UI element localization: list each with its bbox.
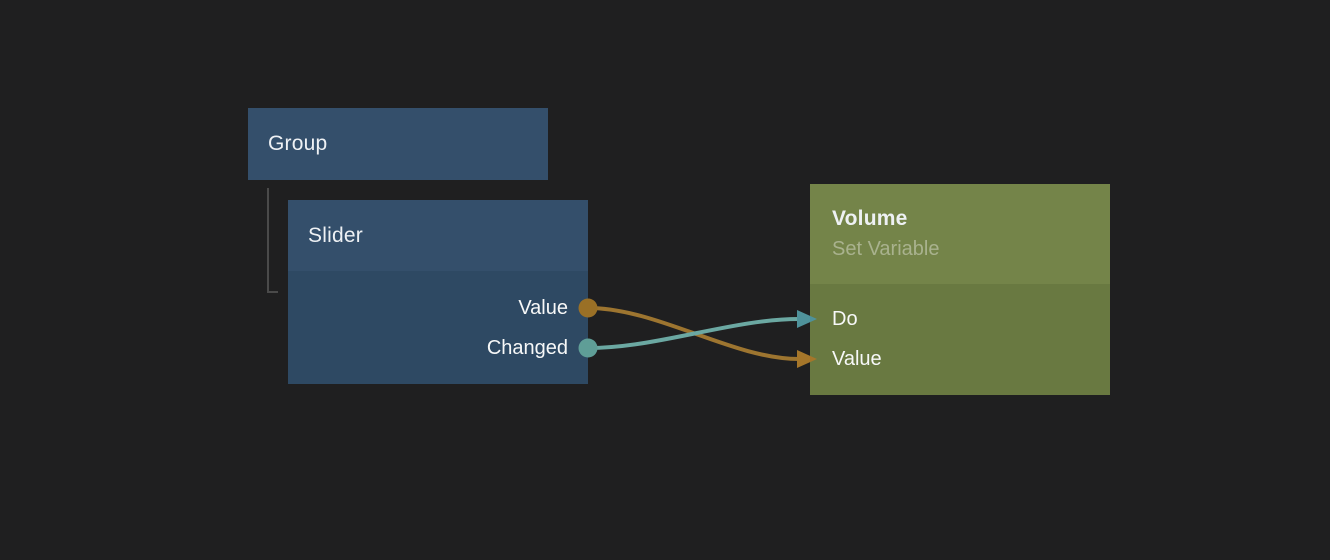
volume-node-subtitle: Set Variable	[832, 238, 940, 260]
group-node-title: Group	[268, 132, 328, 155]
hierarchy-connector-line	[267, 188, 278, 293]
output-port-value-label: Value	[518, 296, 568, 319]
output-port-changed-label: Changed	[486, 336, 568, 359]
input-port-do-label: Do	[832, 307, 858, 330]
node-slider[interactable]: Slider Value Changed	[288, 200, 588, 384]
output-port-value[interactable]: Value	[288, 288, 588, 328]
input-port-value[interactable]: Value	[810, 339, 1110, 379]
input-port-value-label: Value	[832, 347, 882, 370]
volume-node-title: Volume	[832, 207, 908, 230]
output-port-changed[interactable]: Changed	[288, 328, 588, 368]
slider-node-title: Slider	[308, 223, 363, 247]
volume-node-body: Do Value	[810, 284, 1110, 395]
slider-node-header[interactable]: Slider	[288, 200, 588, 271]
wire-changed-to-do[interactable]	[586, 317, 801, 350]
input-port-do[interactable]: Do	[810, 299, 1110, 339]
slider-node-body: Value Changed	[288, 271, 588, 384]
node-group[interactable]: Group	[248, 108, 548, 180]
node-volume[interactable]: Volume Set Variable Do Value	[810, 184, 1110, 395]
wire-value-to-value[interactable]	[586, 306, 801, 361]
group-node-header[interactable]: Group	[248, 108, 548, 180]
volume-node-header[interactable]: Volume Set Variable	[810, 184, 1110, 284]
